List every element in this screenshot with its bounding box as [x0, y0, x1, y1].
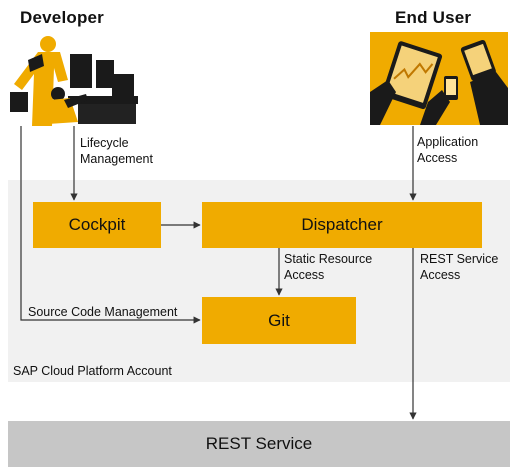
static-resource-label: Static Resource Access	[284, 252, 373, 282]
end-user-title: End User	[395, 8, 472, 27]
source-code-label: Source Code Management	[28, 305, 178, 319]
git-node: Git	[202, 297, 356, 344]
developer-illustration-icon	[8, 34, 139, 126]
region-label: SAP Cloud Platform Account	[13, 364, 172, 378]
rest-service-node: REST Service	[8, 421, 510, 467]
cockpit-node: Cockpit	[33, 202, 161, 248]
lifecycle-label: Lifecycle Management	[80, 136, 153, 166]
rest-access-label: REST Service Access	[420, 252, 499, 282]
developer-title: Developer	[20, 8, 105, 27]
application-access-label: Application Access	[417, 135, 479, 165]
dispatcher-node: Dispatcher	[202, 202, 482, 248]
end-user-illustration-icon	[370, 32, 508, 125]
source-code-arrow	[20, 126, 201, 324]
